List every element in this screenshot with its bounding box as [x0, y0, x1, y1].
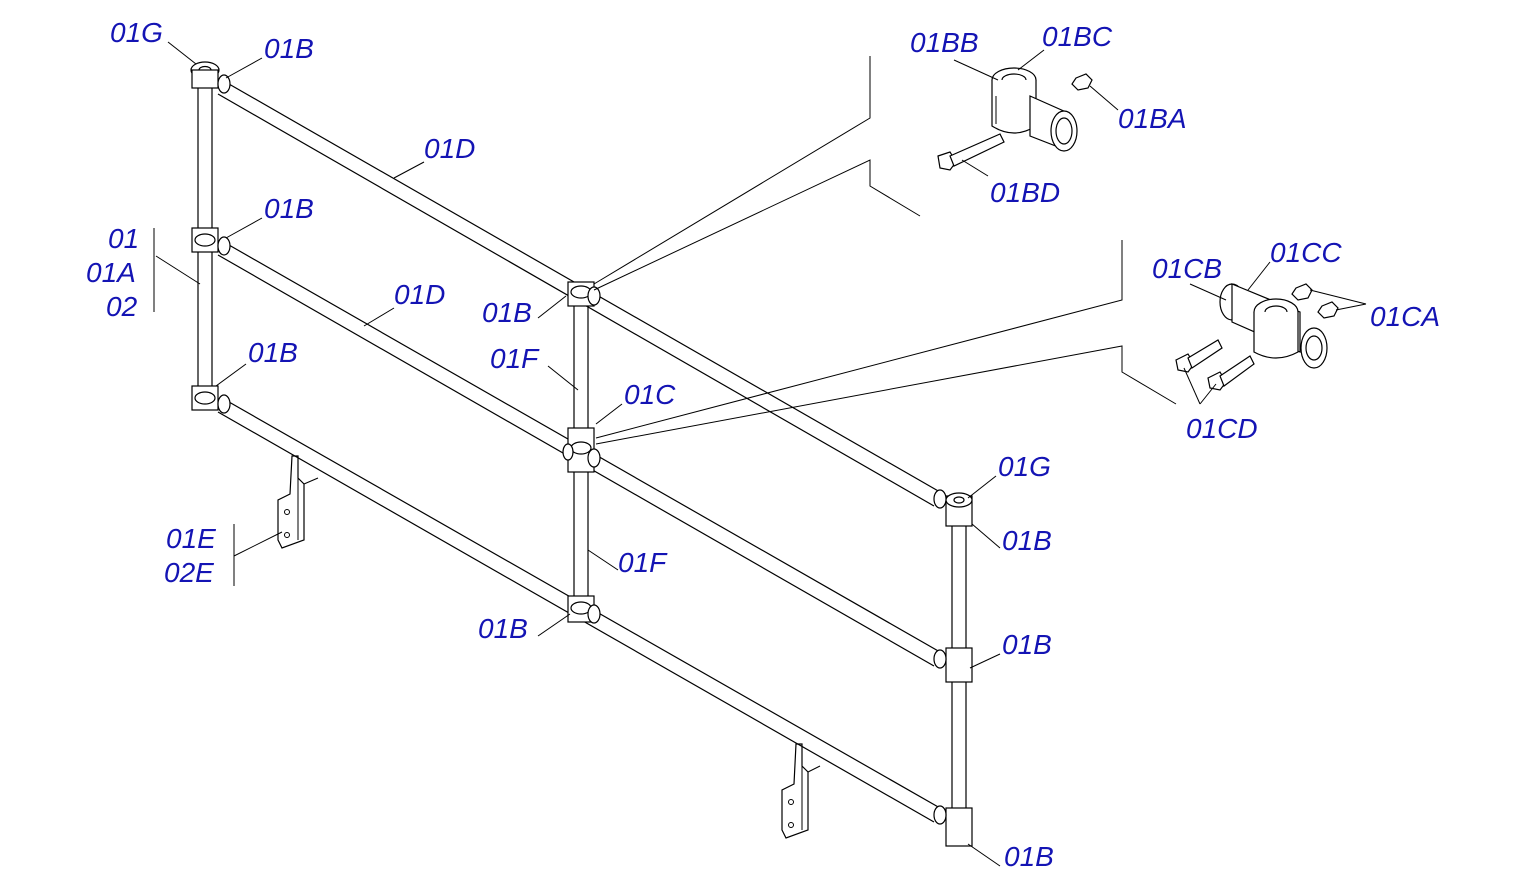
callout-labels: 01G 01B 01D 01B 01 01A 02 01D 01B 01B 01…	[86, 17, 1440, 872]
label-01a-stack: 01A	[86, 257, 136, 288]
leader-lines	[153, 41, 1367, 867]
label-01g-right: 01G	[998, 451, 1051, 482]
label-01b-top-left: 01B	[264, 33, 314, 64]
mount-bracket-right	[781, 743, 821, 839]
label-01bc-detail: 01BC	[1042, 21, 1113, 52]
label-01g-top-left: 01G	[110, 17, 163, 48]
detail-clamp-c	[1175, 283, 1339, 391]
label-01f-upper: 01F	[490, 343, 540, 374]
label-01e-stack: 01E	[166, 523, 216, 554]
detail-clamp-b	[937, 67, 1093, 171]
label-01b-right-bottom: 01B	[1004, 841, 1054, 872]
label-01-stack: 01	[108, 223, 139, 254]
label-01b-right-top: 01B	[1002, 525, 1052, 556]
mount-bracket-left	[277, 455, 319, 549]
label-01cc-detail: 01CC	[1270, 237, 1342, 268]
label-01b-center-top: 01B	[482, 297, 532, 328]
label-01c-center: 01C	[624, 379, 676, 410]
label-01cd-detail: 01CD	[1186, 413, 1258, 444]
label-02-stack: 02	[106, 291, 138, 322]
label-01b-right-mid: 01B	[1002, 629, 1052, 660]
label-01cb-detail: 01CB	[1152, 253, 1222, 284]
label-01bb-detail: 01BB	[910, 27, 979, 58]
label-01bd-detail: 01BD	[990, 177, 1060, 208]
label-01b-lower-left: 01B	[248, 337, 298, 368]
label-01ca-detail: 01CA	[1370, 301, 1440, 332]
label-01b-mid-left: 01B	[264, 193, 314, 224]
clamp-fittings	[190, 61, 973, 847]
label-02e-stack: 02E	[164, 557, 214, 588]
label-01f-lower: 01F	[618, 547, 668, 578]
label-01d-upper: 01D	[424, 133, 475, 164]
label-01ba-detail: 01BA	[1118, 103, 1187, 134]
label-01b-center-bottom: 01B	[478, 613, 528, 644]
detail-callout-lines	[593, 56, 1177, 445]
label-01d-middle: 01D	[394, 279, 445, 310]
